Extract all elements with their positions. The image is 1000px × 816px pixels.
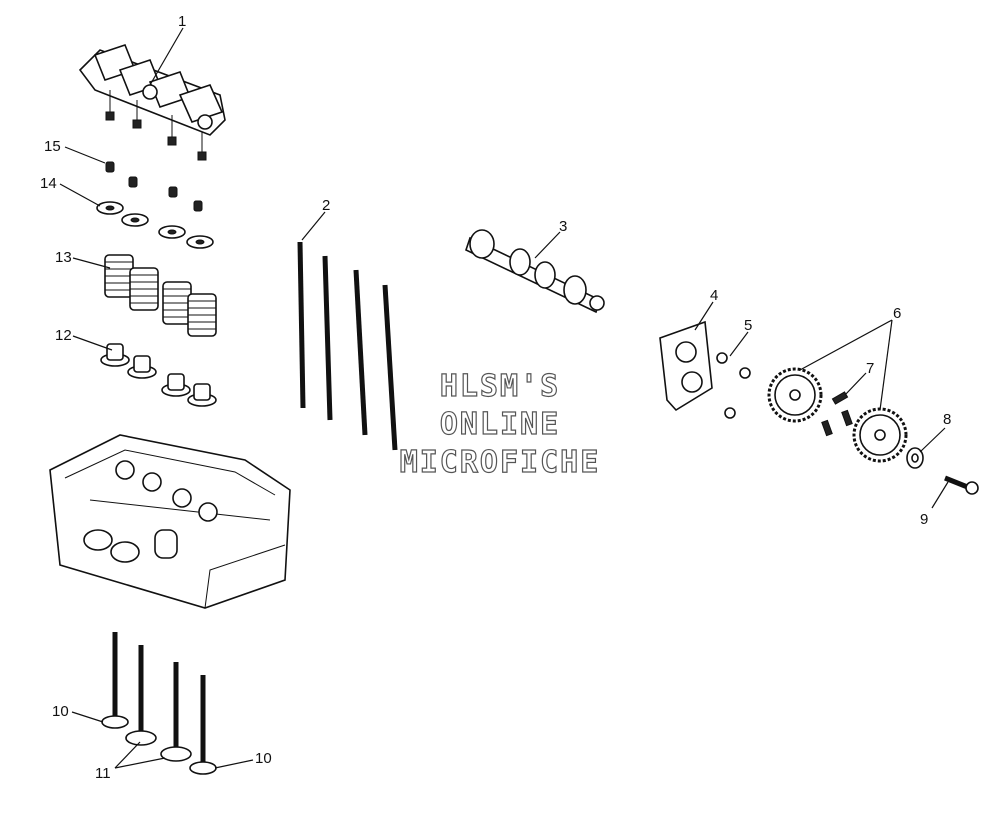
valve-springs[interactable] bbox=[104, 254, 217, 337]
valve bbox=[125, 645, 157, 746]
callout-14: 14 bbox=[40, 175, 57, 192]
valve-spring bbox=[129, 267, 159, 311]
valve-keepers[interactable] bbox=[105, 161, 203, 212]
callout-10a: 10 bbox=[52, 703, 69, 720]
callout-11: 11 bbox=[95, 765, 111, 782]
push-rods[interactable] bbox=[297, 241, 398, 451]
watermark-line-3: MICROFICHE bbox=[400, 445, 601, 480]
screws[interactable] bbox=[716, 352, 751, 419]
rocker-arm-assembly[interactable] bbox=[78, 44, 226, 161]
valve-stem-seals[interactable] bbox=[100, 343, 217, 407]
valve-spring bbox=[162, 281, 192, 325]
callout-13: 13 bbox=[55, 249, 72, 266]
callout-10b: 10 bbox=[255, 750, 272, 767]
cam-gear bbox=[767, 367, 823, 423]
callout-12: 12 bbox=[55, 327, 72, 344]
valve-spring bbox=[104, 254, 134, 298]
camshaft[interactable] bbox=[465, 229, 605, 314]
gears[interactable] bbox=[767, 367, 908, 463]
valve bbox=[101, 632, 129, 729]
valve bbox=[189, 675, 217, 775]
callout-15: 15 bbox=[44, 138, 61, 155]
watermark: HLSM'S ONLINE MICROFICHE bbox=[399, 368, 601, 480]
valve-spring bbox=[187, 293, 217, 337]
dowel-pins[interactable] bbox=[821, 391, 853, 437]
watermark-line-1: HLSM'S bbox=[440, 369, 560, 404]
leader-lines bbox=[59, 27, 949, 769]
callout-1: 1 bbox=[178, 13, 186, 30]
bolt[interactable] bbox=[944, 475, 979, 495]
spring-retainers[interactable] bbox=[96, 201, 214, 249]
crank-gear bbox=[852, 407, 908, 463]
cylinder-head[interactable] bbox=[49, 434, 291, 609]
watermark-line-2: ONLINE bbox=[440, 407, 560, 442]
washer[interactable] bbox=[906, 447, 924, 469]
callout-3: 3 bbox=[559, 218, 567, 235]
valves[interactable] bbox=[101, 632, 217, 775]
callout-9: 9 bbox=[920, 511, 928, 528]
callout-4: 4 bbox=[710, 287, 718, 304]
callout-8: 8 bbox=[943, 411, 951, 428]
callout-2: 2 bbox=[322, 197, 330, 214]
callout-6: 6 bbox=[893, 305, 901, 322]
callout-5: 5 bbox=[744, 317, 752, 334]
callout-labels: 1 2 3 4 5 6 7 8 9 10 10 11 12 13 14 15 bbox=[40, 13, 951, 782]
valve bbox=[160, 662, 192, 762]
callout-7: 7 bbox=[866, 360, 874, 377]
gasket[interactable] bbox=[659, 320, 713, 412]
